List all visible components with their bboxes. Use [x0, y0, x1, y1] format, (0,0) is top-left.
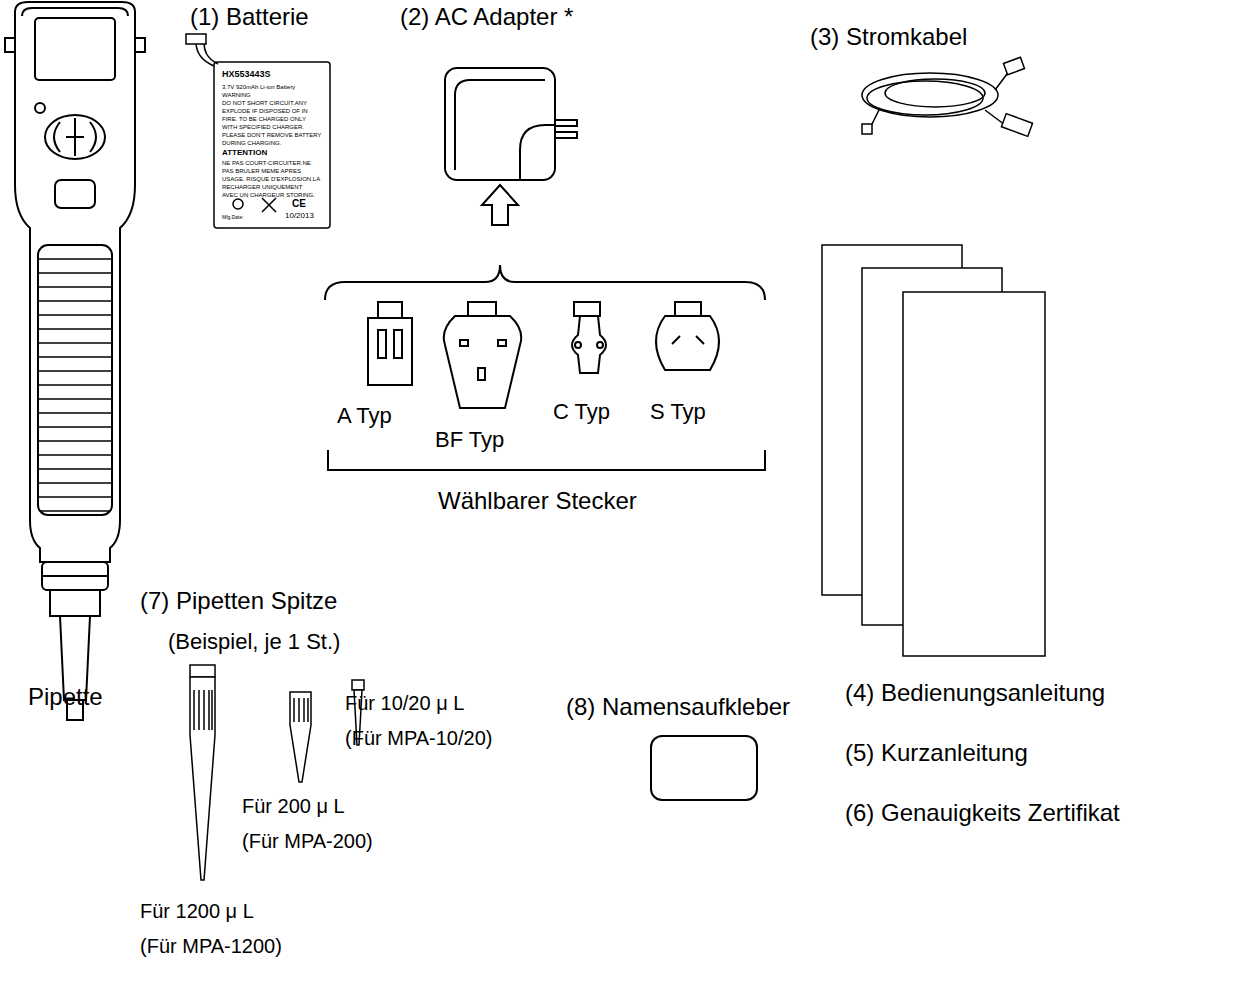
battery-print: 3.7V 920mAh Li-ion Battery	[222, 84, 295, 91]
part-label: Für 1200 μ L	[140, 900, 254, 922]
plug-drawings	[368, 302, 719, 408]
part-label: (Für MPA-10/20)	[345, 727, 492, 749]
part-label: (6) Genauigkeits Zertifikat	[845, 800, 1120, 826]
battery-print: PLEASE DON'T REMOVE BATTERY	[222, 132, 322, 139]
battery-print: AVEC UN CHARGEUR STORING.	[222, 192, 315, 199]
battery-print: RECHARGER UNIQUEMENT	[222, 184, 302, 191]
battery-print: EXPLODE IF DISPOSED OF IN	[222, 108, 308, 115]
part-label: (8) Namensaufkleber	[566, 693, 790, 721]
battery-print: PAS BRULER MEME APRES	[222, 168, 301, 175]
battery-print: DURING CHARGING.	[222, 140, 281, 147]
battery-print: HX553443S	[222, 70, 271, 80]
battery-print: 10/2013	[285, 212, 314, 221]
battery-print: WITH SPECIFIED CHARGER.	[222, 124, 304, 131]
battery-print: Mfg.Date:	[222, 215, 244, 221]
part-label: Für 10/20 μ L	[345, 692, 464, 714]
battery-print: USAGE. RISQUE D'EXPLOSION.LA	[222, 176, 320, 183]
part-label: S Typ	[650, 400, 706, 424]
battery-print: FIRE. TO BE CHARGED ONLY	[222, 116, 306, 123]
document-sheets	[822, 245, 1045, 656]
battery-print: CE	[292, 198, 306, 209]
part-label: BF Typ	[435, 428, 504, 452]
part-label: (2) AC Adapter *	[400, 4, 573, 30]
pipette-drawing	[5, 2, 145, 720]
sticker-outline	[650, 735, 758, 801]
part-label: (5) Kurzanleitung	[845, 740, 1028, 766]
battery-print: WARNING	[222, 92, 251, 99]
adapter-drawing	[445, 68, 577, 225]
brace-bracket	[325, 265, 765, 470]
part-label: Pipette	[28, 684, 103, 710]
part-label: Wählbarer Stecker	[438, 488, 637, 514]
part-label: (3) Stromkabel	[810, 24, 967, 50]
battery-print: ATTENTION	[222, 149, 267, 158]
part-label: (Für MPA-200)	[242, 830, 373, 852]
name-sticker: (8) Namensaufkleber	[566, 693, 790, 801]
battery-drawing	[186, 34, 330, 228]
part-label: C Typ	[553, 400, 610, 424]
battery-print: DO NOT SHORT CIRCUIT.ANY	[222, 100, 307, 107]
cable-drawing	[862, 57, 1033, 136]
part-label: (4) Bedienungsanleitung	[845, 680, 1105, 706]
part-label: (1) Batterie	[190, 4, 309, 30]
part-label: Für 200 μ L	[242, 795, 345, 817]
part-label: A Typ	[337, 404, 392, 428]
part-label: (Für MPA-1200)	[140, 935, 282, 957]
battery-print: NE PAS COURT-CIRCUITER.NE	[222, 160, 311, 167]
part-label: (Beispiel, je 1 St.)	[168, 630, 340, 654]
part-label: (7) Pipetten Spitze	[140, 588, 337, 614]
